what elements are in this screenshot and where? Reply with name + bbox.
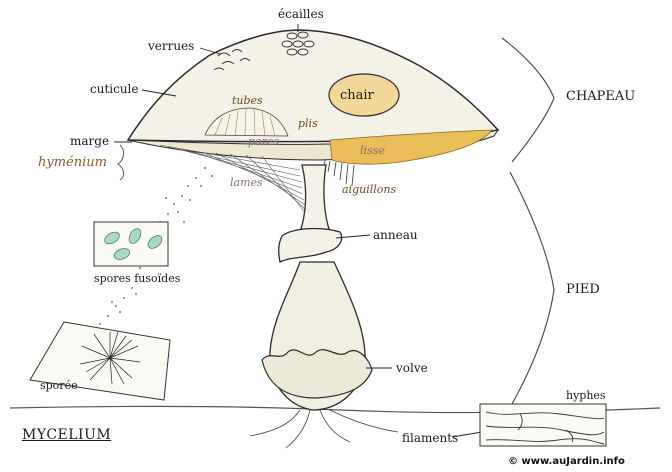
label-pores: pores — [248, 136, 279, 147]
label-mycelium: MYCELIUM — [22, 428, 111, 442]
label-spores-fusoides: spores fusoïdes — [94, 273, 180, 284]
label-pied: PIED — [566, 283, 600, 296]
label-volve: volve — [396, 362, 428, 374]
pied-bracket — [510, 172, 554, 404]
hymenium-bracket — [118, 145, 124, 180]
label-chapeau: CHAPEAU — [566, 90, 635, 103]
label-hymenium: hyménium — [38, 156, 107, 169]
label-lames: lames — [230, 177, 263, 188]
label-plis: plis — [298, 118, 318, 129]
label-filaments: filaments — [402, 432, 458, 444]
label-verrues: verrues — [148, 40, 194, 52]
label-ecailles: écailles — [278, 8, 324, 20]
chapeau-bracket — [502, 38, 554, 162]
label-cuticule: cuticule — [90, 83, 139, 95]
label-sporee: sporée — [40, 380, 78, 391]
roots — [250, 410, 398, 448]
volve — [262, 350, 372, 398]
label-anneau: anneau — [373, 229, 418, 241]
stipe — [300, 165, 330, 232]
label-hyphes: hyphes — [566, 390, 606, 401]
anneau — [279, 229, 342, 262]
label-marge: marge — [70, 135, 109, 147]
credit-text: © www.auJardin.info — [508, 456, 625, 467]
label-aiguillons: aiguillons — [342, 184, 396, 195]
label-lisse: lisse — [360, 145, 385, 156]
label-chair: chair — [340, 89, 374, 102]
label-tubes: tubes — [232, 95, 263, 106]
